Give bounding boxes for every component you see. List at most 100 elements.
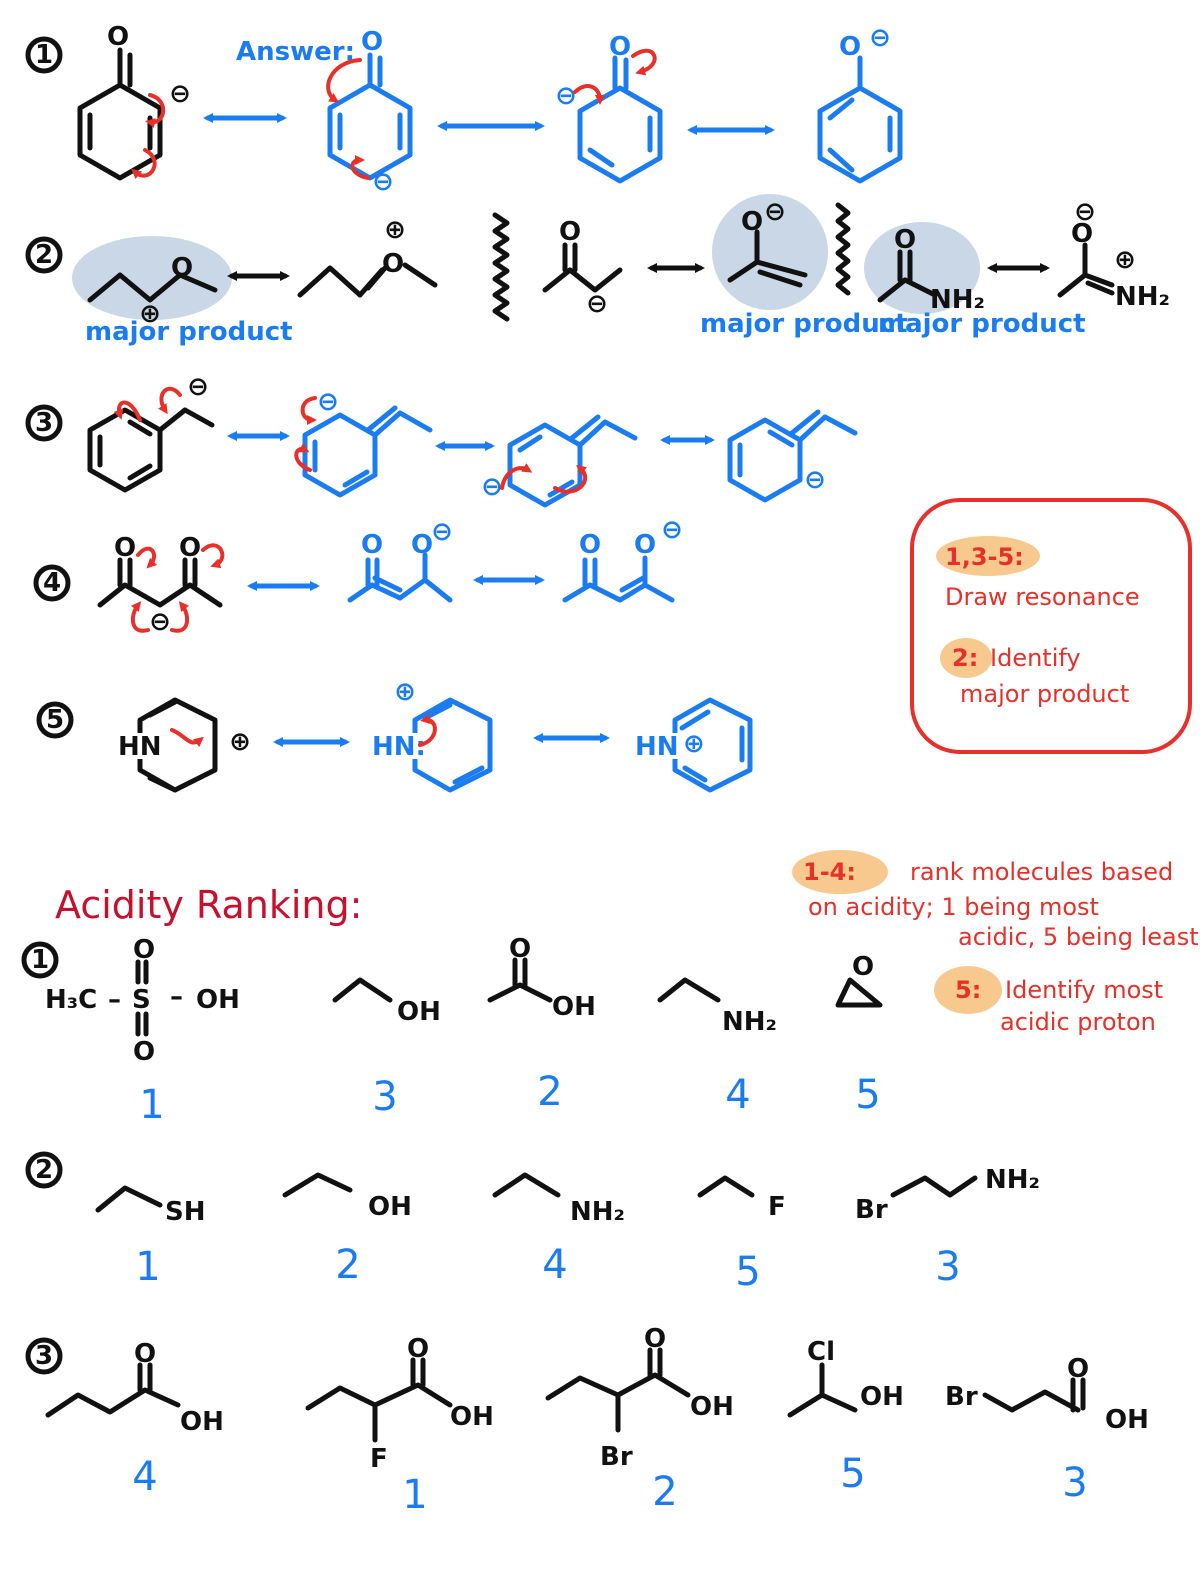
label-oh: OH	[450, 1402, 494, 1432]
label-br: Br	[855, 1195, 888, 1225]
molecule-acetic-acid: O OH	[487, 934, 596, 1022]
rank-value: 4	[542, 1242, 567, 1288]
charge-plus: ⊕	[394, 677, 416, 707]
atom-o: O	[579, 530, 601, 560]
resonance-problem-5: 5 HN ⊕ HN: ⊕ HN ⊕	[36, 677, 753, 793]
label-oh: OH	[552, 992, 596, 1022]
charge-minus: ⊖	[317, 387, 339, 417]
label-oh: OH	[397, 997, 441, 1027]
molecule-ethylamine: NH₂	[657, 977, 777, 1037]
molecule-answer-1a: O ⊖	[326, 27, 413, 197]
molecule-answer-5a: HN: ⊕	[370, 677, 493, 793]
major-product-label: major product	[700, 309, 908, 339]
charge-minus: ⊖	[372, 167, 394, 197]
problem-number: 3	[35, 1341, 53, 1371]
label-nh2: NH₂	[570, 1197, 625, 1227]
acidity-text-1a: rank molecules based	[910, 858, 1173, 886]
highlight-tag	[940, 638, 992, 678]
molecule-fluorobutanoic-acid: O OH F	[305, 1334, 494, 1474]
label-f: F	[768, 1192, 786, 1222]
rank-value: 2	[652, 1469, 677, 1515]
problem-number-circle	[25, 36, 63, 74]
rank-value: 2	[335, 1242, 360, 1288]
answer-label: Answer:	[236, 37, 355, 67]
atom-o: O	[171, 253, 193, 283]
molecule-enolate-major: O ⊖	[727, 197, 808, 288]
molecule-answer-1c: O ⊖	[817, 23, 903, 184]
problem-number: 4	[43, 568, 61, 598]
acidity-text-2b: acidic proton	[1000, 1008, 1156, 1036]
acidity-instructions: 1-4: rank molecules based on acidity; 1 …	[792, 850, 1199, 1036]
separator-squiggle	[835, 202, 851, 296]
atom-o: O	[411, 530, 433, 560]
atom-o: O	[114, 533, 136, 563]
label-o: O	[509, 934, 531, 964]
instructions-border	[910, 498, 1192, 754]
charge-minus: ⊖	[169, 79, 191, 109]
problem-number: 2	[35, 240, 53, 270]
acidity-text-2a: Identify most	[1005, 976, 1163, 1004]
rank-value: 4	[725, 1072, 750, 1118]
acidity-tag-1: 1-4:	[803, 858, 856, 886]
molecule-ethanethiol: SH	[95, 1185, 206, 1227]
atom-o: O	[361, 530, 383, 560]
rank-value: 1	[139, 1082, 164, 1128]
problem-number: 5	[46, 705, 64, 735]
molecule-ether-cation	[87, 272, 218, 303]
charge-plus: ⊕	[384, 215, 406, 245]
label-dash: –	[170, 982, 183, 1012]
problem-number: 1	[35, 40, 53, 70]
problem-number: 2	[35, 1155, 53, 1185]
label-o: O	[644, 1324, 666, 1354]
charge-plus: ⊕	[229, 727, 251, 757]
label-nh2: NH₂	[722, 1007, 777, 1037]
molecule-ethanol-2: OH	[282, 1172, 412, 1222]
highlight-major-product	[712, 194, 828, 310]
molecule-ethylamine-2: NH₂	[492, 1172, 625, 1227]
label-o: O	[133, 935, 155, 965]
label-h3c: H₃C	[45, 985, 97, 1015]
rank-value: 3	[1062, 1460, 1087, 1506]
resonance-problem-3: 3 ⊖ ⊖	[25, 372, 858, 508]
resonance-problem-2: 2 O ⊕ major product O ⊕ O ⊖	[25, 194, 1170, 347]
problem-number-circle	[25, 1337, 63, 1375]
molecule-enolate-start: O ⊖	[542, 217, 623, 319]
molecule-fluoroethane: F	[697, 1175, 786, 1222]
label-nh2: NH₂	[985, 1165, 1040, 1195]
charge-minus: ⊖	[481, 472, 503, 502]
acidity-problem-1: 1 H₃C – S – OH O O 1 OH 3 O OH 2	[21, 934, 883, 1128]
charge-minus: ⊖	[149, 607, 171, 637]
atom-o: O	[741, 207, 763, 237]
molecule-butanoic-acid: O OH	[45, 1339, 224, 1437]
rank-value: 5	[735, 1249, 760, 1295]
charge-minus: ⊖	[804, 465, 826, 495]
molecule-answer-3b: ⊖	[481, 414, 638, 508]
molecule-bromobutanoic-acid: O OH Br	[545, 1324, 734, 1472]
instructions-text-1: Draw resonance	[945, 583, 1140, 611]
rank-value: 4	[132, 1454, 157, 1500]
highlight-tag	[792, 850, 888, 894]
molecule-oxocarbenium: O ⊕	[297, 215, 438, 298]
acidity-tag-2: 5:	[955, 976, 981, 1004]
charge-minus: ⊖	[586, 289, 608, 319]
atom-hn: HN	[118, 732, 162, 762]
label-o: O	[1067, 1354, 1089, 1384]
charge-minus: ⊖	[869, 23, 891, 53]
label-oh: OH	[180, 1407, 224, 1437]
acidity-problem-2: 2 SH 1 OH 2 NH₂ 4 F 5 Br NH₂ 3	[25, 1151, 1040, 1295]
atom-nh2: NH₂	[1115, 282, 1170, 312]
rank-value: 3	[935, 1244, 960, 1290]
rank-value: 1	[402, 1472, 427, 1518]
resonance-instructions-box: 1,3-5: Draw resonance 2: Identify major …	[910, 498, 1192, 754]
problem-number-circle	[33, 564, 71, 602]
acidity-problem-3: 3 O OH 4 O OH F 1 O OH Br 2	[25, 1324, 1149, 1518]
problem-number-circle	[25, 404, 63, 442]
label-sh: SH	[165, 1197, 206, 1227]
molecule-answer-4a: O O ⊖	[347, 517, 453, 603]
label-s: S	[132, 985, 151, 1015]
instructions-text-2: Identify	[990, 644, 1081, 672]
label-o: O	[407, 1334, 429, 1364]
rank-value: 5	[855, 1072, 880, 1118]
charge-plus: ⊕	[139, 299, 161, 329]
